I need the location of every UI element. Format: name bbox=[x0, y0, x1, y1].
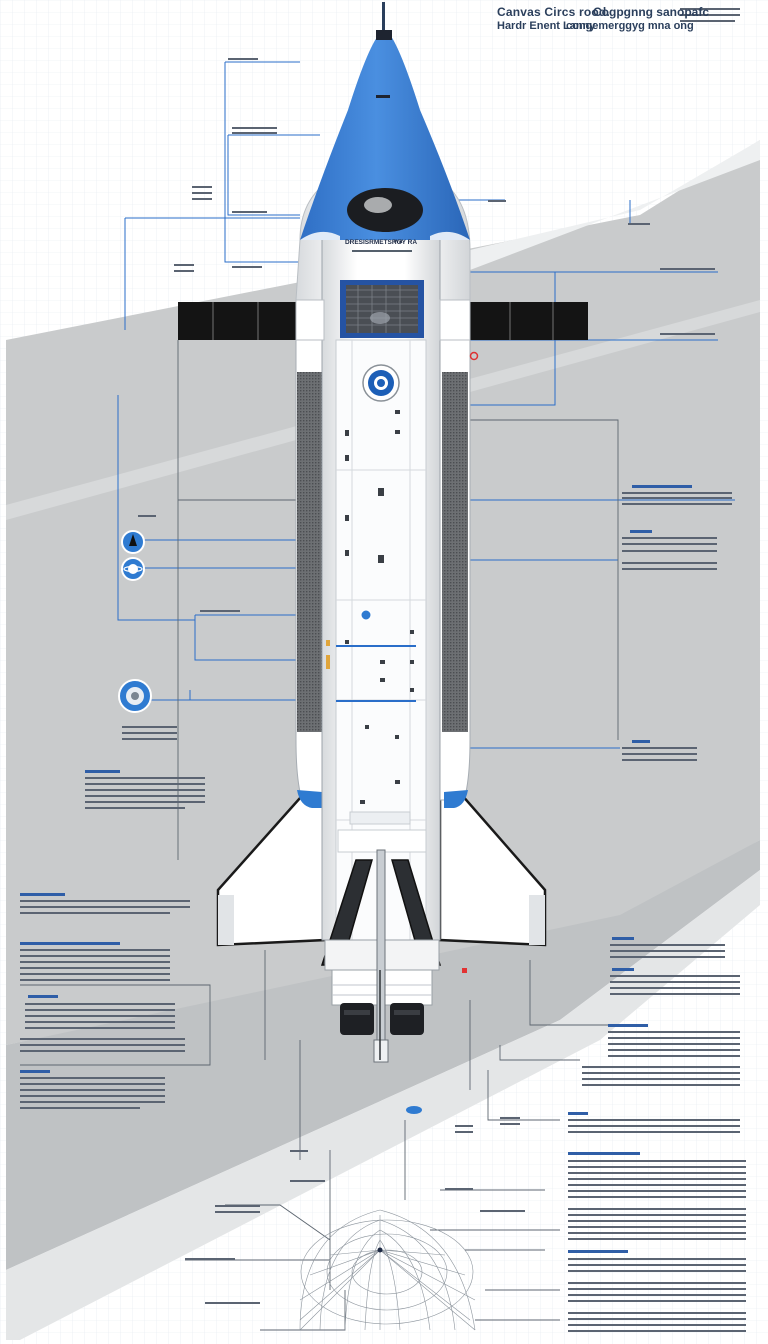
module-icon bbox=[118, 679, 152, 713]
solar-wings bbox=[178, 302, 588, 340]
hull-port-icon bbox=[360, 609, 372, 621]
header-subtitle-part2: congemerggyg mna ong bbox=[566, 20, 694, 32]
annotation-text-left bbox=[20, 58, 525, 1304]
header-title-part2: Cogpgnng sanopafc bbox=[593, 5, 709, 19]
planet-icon bbox=[121, 557, 145, 581]
nose-cone bbox=[300, 2, 479, 361]
probe-icon bbox=[406, 1106, 422, 1114]
mission-emblem bbox=[362, 364, 400, 402]
globe-wireframe-icon bbox=[299, 1209, 476, 1331]
header-title-part1: Canvas Circs rood. bbox=[497, 5, 610, 19]
globe-center-marker bbox=[377, 1247, 383, 1253]
hull-marking-label: DRESISRMETSRGY RA bbox=[345, 239, 417, 246]
main-hull bbox=[295, 179, 471, 941]
side-boosters bbox=[295, 339, 471, 808]
viewport-window bbox=[340, 280, 424, 338]
annotation-text-right bbox=[488, 8, 746, 1332]
rocket-icon bbox=[121, 530, 145, 554]
window-label: wa bbox=[394, 239, 403, 245]
leader-lines-gray bbox=[20, 340, 619, 1331]
header-subtitle-part1: Hardr Enent Lanny bbox=[497, 20, 596, 32]
engine-section bbox=[320, 849, 467, 1063]
